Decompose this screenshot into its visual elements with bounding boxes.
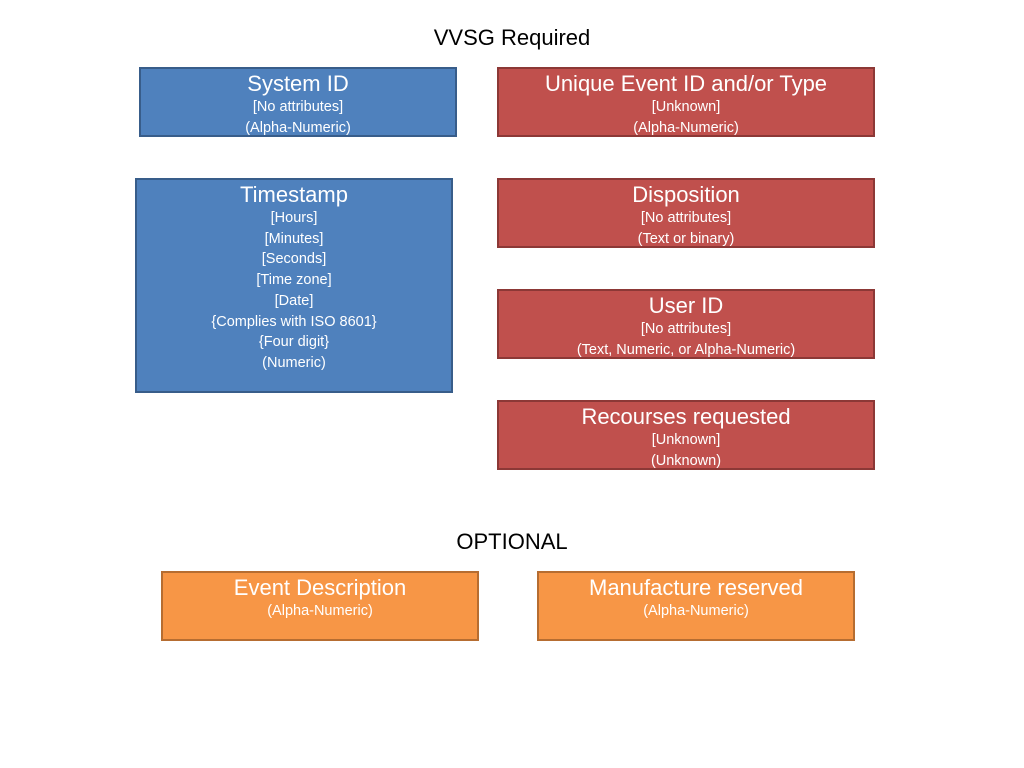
manufacture-reserved-box: Manufacture reserved (Alpha-Numeric): [537, 571, 855, 641]
disposition-box: Disposition [No attributes] (Text or bin…: [497, 178, 875, 248]
resources-requested-type: (Unknown): [650, 452, 722, 469]
disposition-attributes: [No attributes]: [640, 210, 732, 226]
resources-requested-title: Recourses requested: [581, 404, 791, 429]
timestamp-four-digit-note: {Four digit}: [258, 334, 330, 351]
unique-event-id-attributes: [Unknown]: [651, 99, 721, 115]
disposition-type: (Text or binary): [637, 230, 735, 247]
timestamp-seconds: [Seconds]: [261, 251, 327, 268]
optional-heading: OPTIONAL: [456, 529, 568, 554]
required-heading: VVSG Required: [433, 25, 591, 50]
disposition-title: Disposition: [632, 182, 740, 207]
unique-event-id-type: (Alpha-Numeric): [633, 119, 739, 136]
timestamp-minutes: [Minutes]: [264, 230, 324, 247]
manufacture-reserved-type: (Alpha-Numeric): [643, 603, 749, 619]
resources-requested-box: Recourses requested [Unknown] (Unknown): [497, 400, 875, 470]
timestamp-type: (Numeric): [262, 354, 326, 371]
manufacture-reserved-title: Manufacture reserved: [589, 575, 803, 600]
system-id-attributes: [No attributes]: [252, 99, 344, 115]
user-id-type: (Text, Numeric, or Alpha-Numeric): [576, 341, 796, 358]
event-description-title: Event Description: [233, 575, 407, 600]
event-description-box: Event Description (Alpha-Numeric): [161, 571, 479, 641]
system-id-box: System ID [No attributes] (Alpha-Numeric…: [139, 67, 457, 137]
timestamp-date: [Date]: [274, 292, 314, 309]
unique-event-id-title: Unique Event ID and/or Type: [544, 71, 828, 96]
timestamp-iso-note: {Complies with ISO 8601}: [211, 313, 377, 330]
timestamp-time-zone: [Time zone]: [256, 272, 332, 289]
user-id-title: User ID: [648, 293, 724, 318]
timestamp-box: Timestamp [Hours] [Minutes] [Seconds] [T…: [135, 178, 453, 393]
timestamp-title: Timestamp: [240, 182, 348, 207]
timestamp-hours: [Hours]: [270, 210, 318, 226]
user-id-box: User ID [No attributes] (Text, Numeric, …: [497, 289, 875, 359]
user-id-attributes: [No attributes]: [640, 321, 732, 337]
unique-event-id-box: Unique Event ID and/or Type [Unknown] (A…: [497, 67, 875, 137]
resources-requested-attributes: [Unknown]: [651, 432, 721, 448]
system-id-title: System ID: [247, 71, 349, 96]
event-description-type: (Alpha-Numeric): [267, 603, 373, 619]
system-id-type: (Alpha-Numeric): [245, 119, 351, 136]
